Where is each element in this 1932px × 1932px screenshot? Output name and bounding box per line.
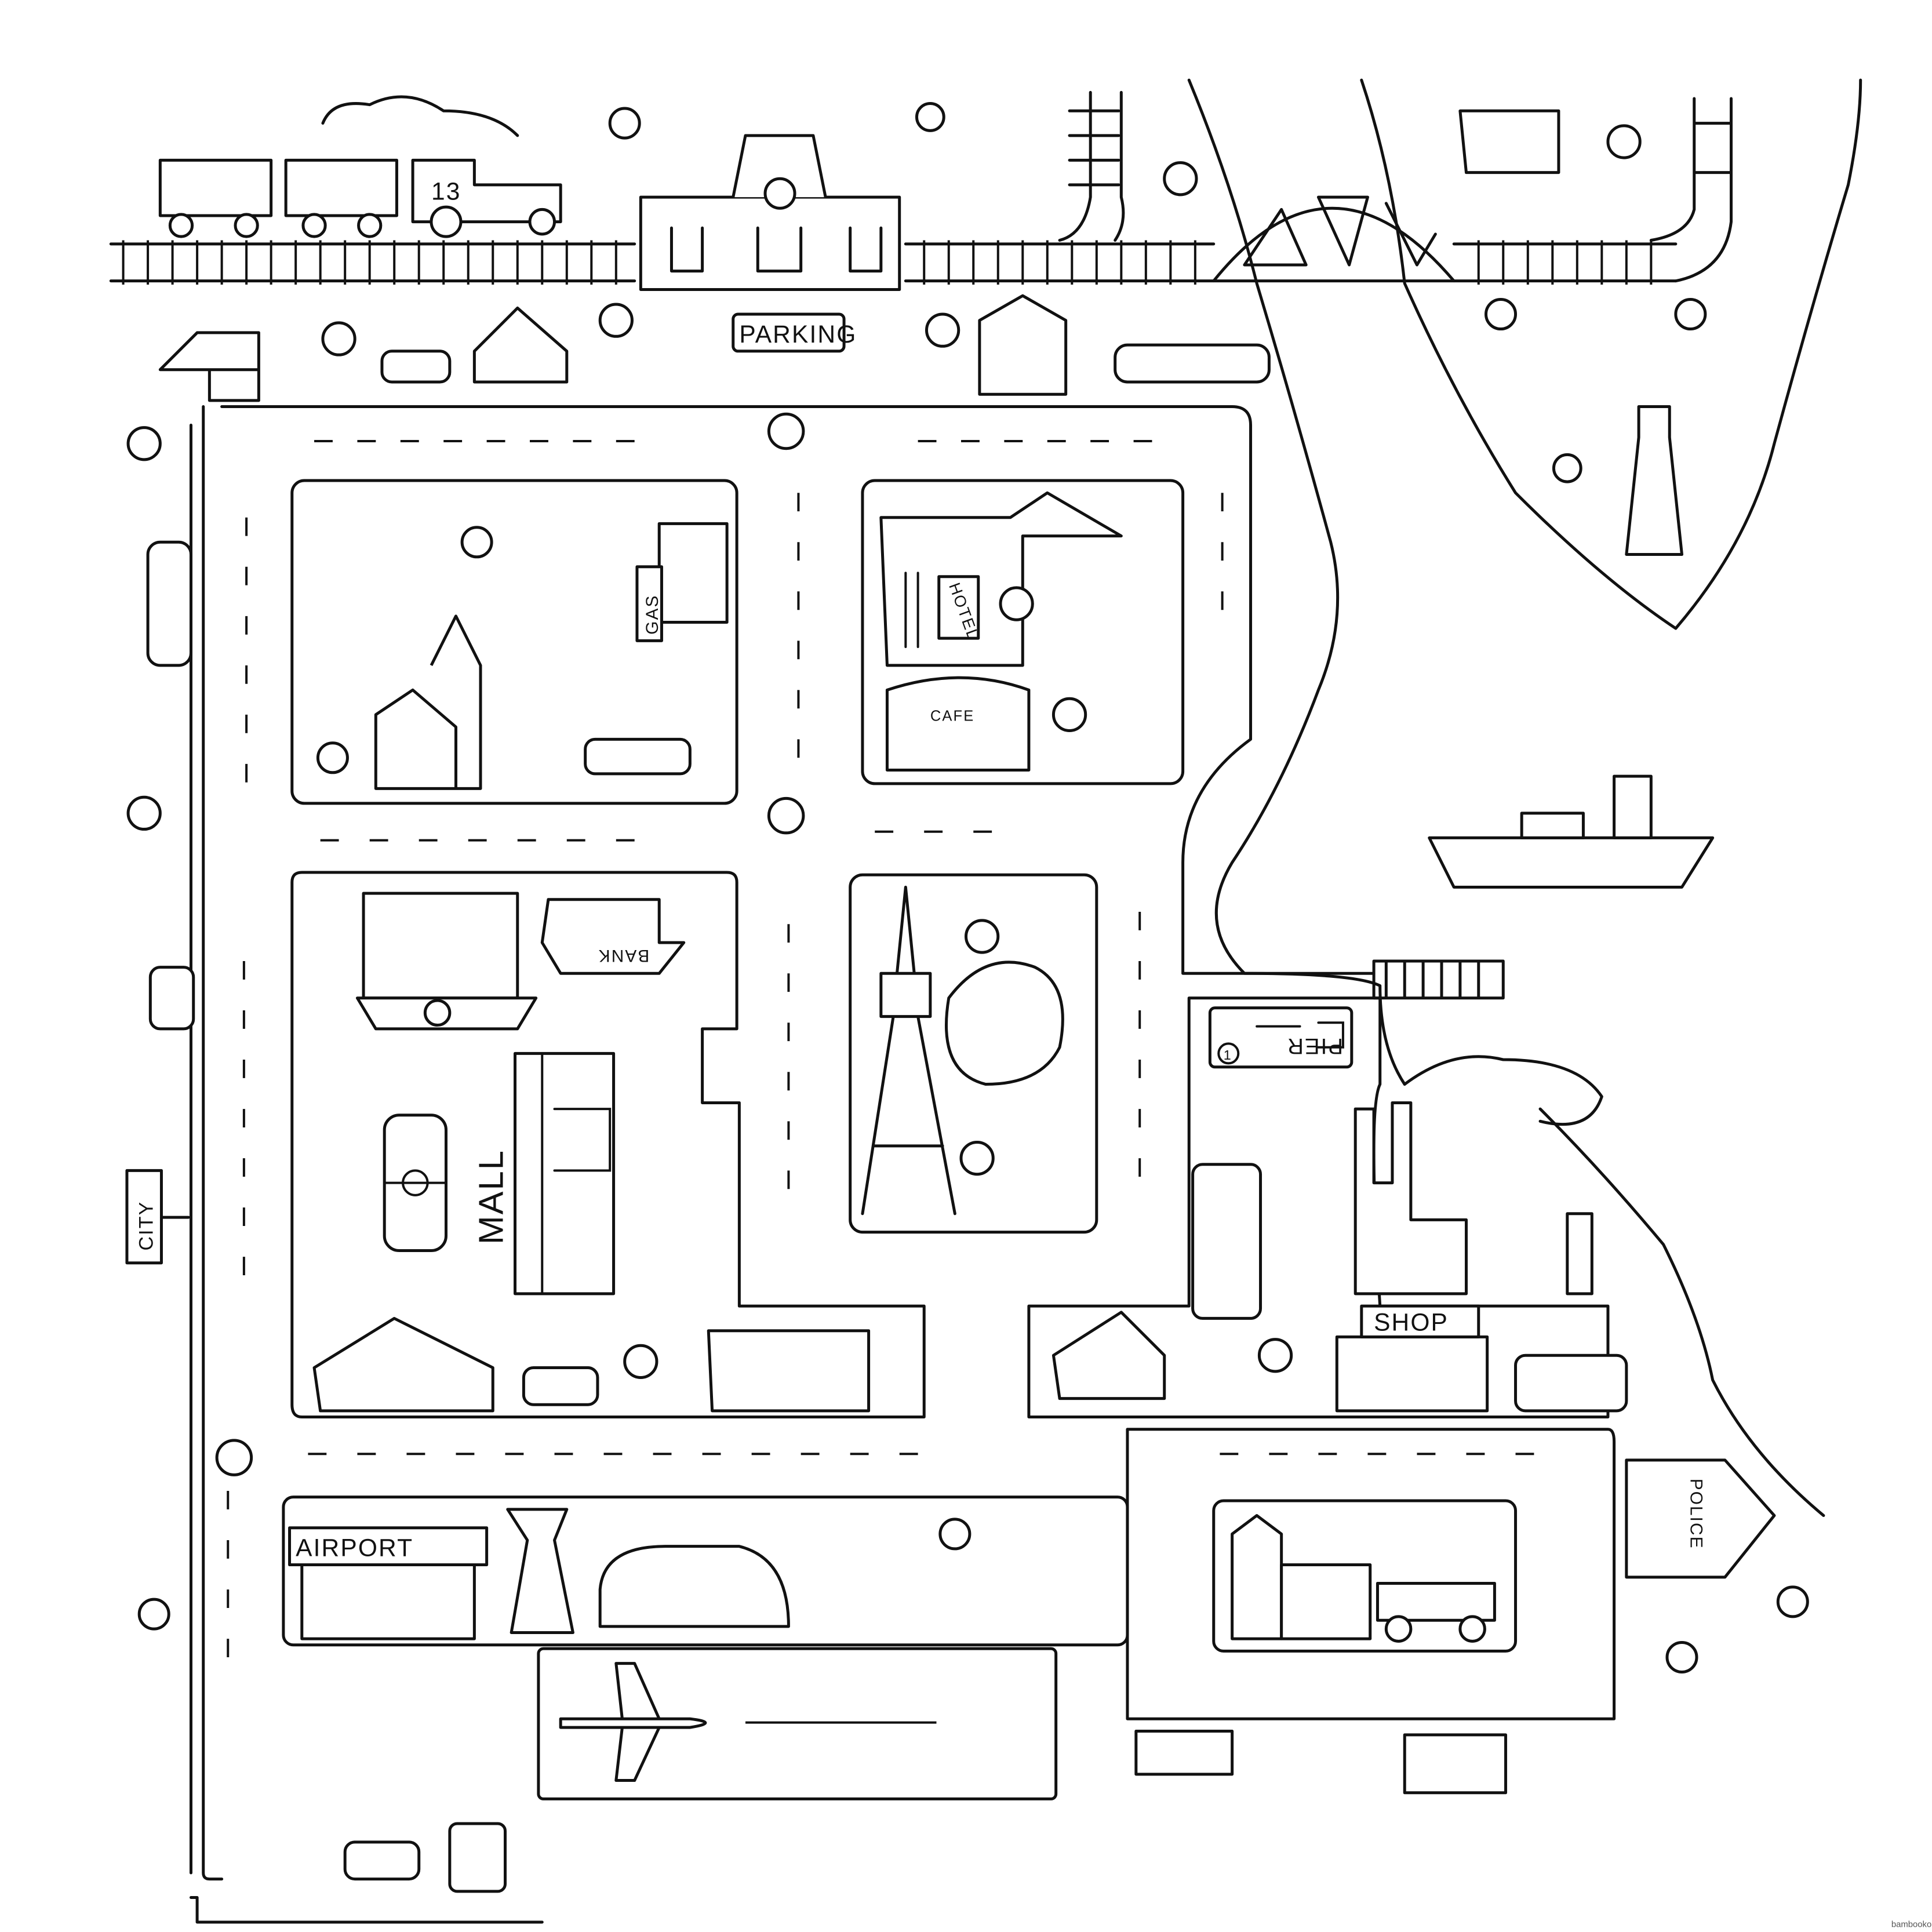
airport-label: AIRPORT	[296, 1535, 413, 1562]
tv-tower	[863, 887, 955, 1213]
pond	[946, 962, 1063, 1085]
mall: MALL	[471, 1053, 613, 1293]
shop: SHOP	[1337, 1306, 1487, 1411]
roads	[191, 406, 1614, 1922]
stadium	[384, 1115, 446, 1251]
block-north-east	[863, 481, 1183, 784]
lighthouse	[1627, 406, 1682, 554]
bank-label: BANK	[598, 946, 650, 965]
hangar	[600, 1547, 788, 1627]
parking-sign: PARKING	[733, 314, 857, 351]
manholes	[217, 414, 803, 1475]
trees	[128, 104, 1807, 1672]
bank: BANK	[542, 900, 683, 974]
watermark: bambooko.eu	[1891, 1920, 1932, 1929]
pier-dock	[1374, 961, 1503, 998]
railway	[111, 92, 1731, 285]
runway	[539, 1649, 1056, 1799]
pier-number: 1	[1224, 1047, 1232, 1063]
shop-label: SHOP	[1374, 1309, 1449, 1337]
block-west	[292, 872, 924, 1417]
bridge	[1214, 197, 1454, 281]
fire-station	[1232, 1516, 1495, 1642]
hospital	[357, 893, 536, 1029]
block-fire-station	[1214, 1501, 1516, 1651]
pier-building: PIER 1	[1210, 1008, 1351, 1067]
control-tower	[508, 1509, 573, 1633]
city-label: CITY	[136, 1201, 158, 1251]
block-park	[850, 875, 1097, 1232]
mall-label: MALL	[471, 1149, 510, 1245]
city-sign: CITY	[127, 1170, 188, 1262]
cafe-label: CAFE	[930, 708, 975, 724]
train-station	[641, 136, 899, 290]
gas-label: GAS	[643, 594, 662, 634]
cafe: CAFE	[887, 678, 1028, 770]
gas-station: GAS	[637, 523, 727, 641]
river	[1189, 80, 1860, 1515]
vehicles	[148, 345, 1627, 1891]
police-label: POLICE	[1686, 1479, 1705, 1549]
hotel: HOTEL	[881, 493, 1121, 665]
pier-label: PIER	[1286, 1034, 1343, 1058]
ship	[1429, 776, 1713, 887]
parking-label: PARKING	[739, 321, 857, 348]
police-station: POLICE	[1627, 1460, 1774, 1577]
airport-terminal: AIRPORT	[290, 1528, 487, 1639]
block-north-west	[292, 481, 737, 803]
houses	[160, 111, 1559, 1792]
train-number: 13	[431, 178, 461, 205]
airplane	[561, 1664, 705, 1781]
train: 13	[160, 97, 561, 237]
factory	[1355, 1057, 1602, 1294]
